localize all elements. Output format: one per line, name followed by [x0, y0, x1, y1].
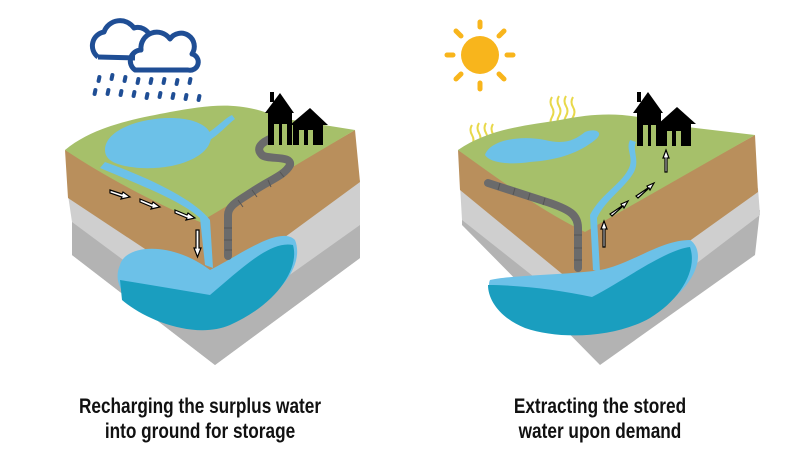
flow-arrows-down [109, 189, 202, 259]
rain-cloud-icon [89, 18, 201, 73]
surface-lake [485, 130, 600, 164]
recharge-caption-line2: into ground for storage [104, 420, 296, 443]
surface-lake [105, 118, 211, 169]
aquifer [488, 240, 698, 336]
extraction-caption-line2: water upon demand [518, 420, 682, 443]
aquifer [117, 235, 298, 331]
recharge-diagram [65, 18, 360, 365]
recharge-caption: Recharging the surplus water into ground… [36, 394, 364, 444]
recharge-panel: Recharging the surplus water into ground… [36, 18, 364, 444]
raindrops [92, 73, 202, 102]
recharge-channel [100, 162, 213, 268]
extraction-caption: Extracting the stored water upon demand [436, 394, 764, 444]
well-pipe [224, 134, 294, 260]
extraction-panel: Extracting the stored water upon demand [400, 0, 800, 456]
extraction-caption-line1: Extracting the stored [513, 395, 687, 418]
well-pipe [484, 179, 582, 272]
sun-icon [444, 19, 516, 92]
recharge-caption-line1: Recharging the surplus water [78, 395, 322, 418]
stream [205, 115, 235, 140]
extraction-diagram [444, 19, 760, 365]
flow-arrows-up [600, 148, 670, 248]
river [590, 140, 637, 272]
house-icon [633, 92, 696, 146]
